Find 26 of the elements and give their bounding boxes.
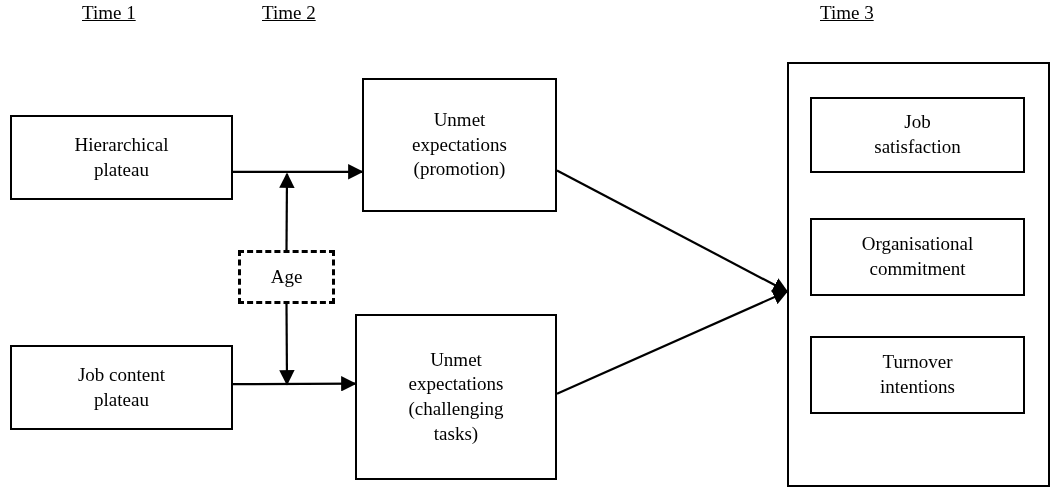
arrow — [556, 169, 789, 293]
outcome-group-box — [787, 62, 1050, 487]
variable-label: Turnover intentions — [879, 350, 956, 399]
variable-label: Organisational commitment — [860, 232, 975, 281]
variable-box — [810, 97, 1025, 173]
moderator-box — [238, 250, 335, 304]
variable-box — [355, 314, 557, 480]
arrow — [233, 164, 364, 180]
arrow — [279, 172, 295, 250]
time-heading: Time 1 — [82, 2, 136, 24]
time-heading: Time 3 — [820, 2, 874, 24]
time-heading: Time 2 — [262, 2, 316, 24]
variable-box — [362, 78, 557, 212]
arrow — [556, 290, 789, 395]
variable-label: Hierarchical plateau — [73, 132, 170, 182]
variable-label: Job content plateau — [76, 362, 167, 412]
variable-label: Job satisfaction — [873, 110, 962, 159]
variable-label: Unmet expectations (promotion) — [411, 107, 508, 182]
variable-box — [810, 218, 1025, 296]
variable-box — [810, 336, 1025, 414]
arrow — [279, 304, 295, 386]
variable-box — [10, 115, 233, 200]
variable-label: Age — [270, 264, 303, 289]
arrow — [233, 376, 357, 392]
variable-box — [10, 345, 233, 430]
variable-label: Unmet expectations (challenging tasks) — [407, 347, 505, 446]
